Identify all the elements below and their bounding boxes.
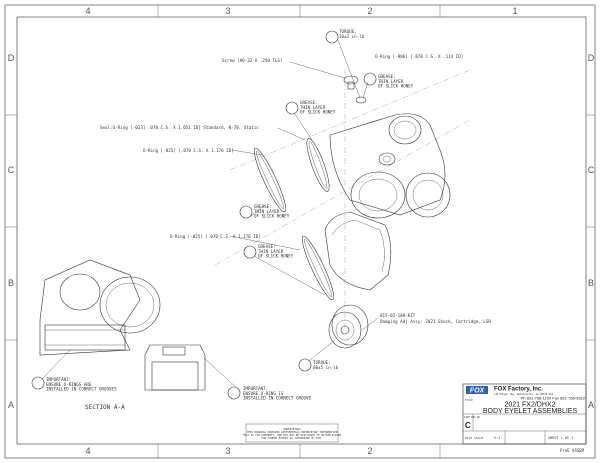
o-rings-drawing — [229, 101, 335, 301]
zone-col-4-bottom: 4 — [85, 446, 90, 456]
zone-col-3: 3 — [225, 6, 230, 16]
title-block: FOX FOX Factory, Inc. 130 Hangar Way, Wa… — [462, 383, 587, 453]
callout-oring-025-b: O-Ring [-025] [.070 C.S. X 1.176 ID] — [170, 234, 261, 239]
damping-adjuster-drawing — [298, 304, 379, 372]
drawing-title-2: BODY EYELET ASSEMBLIES — [483, 408, 578, 415]
company-name: FOX Factory, Inc. — [494, 387, 543, 393]
title-label: TITLE — [465, 398, 473, 402]
zone-row-c-right: C — [588, 165, 595, 175]
zone-col-4: 4 — [85, 6, 90, 16]
callout-torque-bottom: TORQUE:60±5 in-lb — [313, 360, 339, 370]
zone-row-c: C — [8, 165, 15, 175]
zone-row-d-right: D — [588, 53, 595, 63]
zone-row-b-right: B — [588, 278, 594, 288]
callout-part-desc: Damping Adj Assy: 2021 Shock, Cartridge,… — [380, 319, 491, 324]
callout-torque-top: TORQUE:10±2 in-lb — [339, 29, 365, 39]
zone-row-d: D — [8, 53, 15, 63]
zone-col-3-bottom: 3 — [225, 446, 230, 456]
footer-label: ProE ASSEM — [560, 448, 585, 453]
center-lines — [214, 69, 471, 330]
size-label: SIZE DWG NO. — [464, 416, 481, 419]
sheet-number: SHEET 1 OF 1 — [548, 436, 573, 440]
callout-oring-small: O-Ring [-006] [.070 C.S. X .114 ID] — [375, 54, 463, 59]
fox-logo: FOX — [470, 388, 486, 395]
drawing-title-1: 2021 FX2/DHX2 — [505, 402, 556, 409]
sheet-size: C — [465, 421, 471, 430]
callout-part-number: 815-02-188-KIT — [380, 313, 416, 318]
zone-row-a-right: A — [588, 400, 594, 410]
proprietary-box — [245, 423, 339, 443]
callout-screw: Screw [#0-32 X .250 TLG] — [222, 58, 283, 63]
screw-drawing — [289, 30, 377, 104]
company-address: 130 Hangar Way, Watsonville, CA 95076 US… — [494, 393, 554, 396]
eyelet-body-drawing — [324, 113, 451, 291]
callout-oring-025-a: O-Ring [-025] [.070 C.S. X 1.176 ID] — [143, 148, 234, 153]
section-label: SECTION A-A — [85, 404, 125, 411]
company-phone: Ph 831-768-1100 Fax 831-768-9312 — [521, 396, 586, 401]
zone-row-a: A — [8, 400, 14, 410]
section-a-a-drawing — [31, 259, 241, 400]
zone-dividers — [5, 5, 595, 458]
zone-col-2-bottom: 2 — [367, 446, 372, 456]
inner-frame — [16, 16, 587, 445]
plot-scale: 2:1 — [494, 436, 500, 440]
zone-row-b: B — [8, 278, 14, 288]
callout-seal-oring: Seal:O-Ring [-023] .070 C.S. X 1.051 ID]… — [100, 125, 259, 130]
zone-col-1: 1 — [512, 6, 517, 16]
zone-col-2: 2 — [367, 6, 372, 16]
plot-scale-label: PLOT SCALE — [465, 436, 483, 440]
